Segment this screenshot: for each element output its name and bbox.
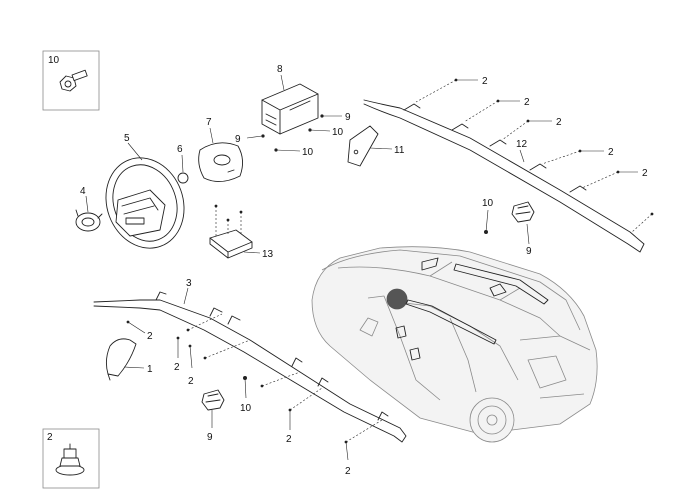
callout-2-r4: 2 [608,147,614,158]
curtain-airbag-left: 3 [93,278,407,443]
callout-2-l3: 2 [188,376,194,387]
airbag-control-unit: 13 [209,204,274,260]
side-airbag: 1 [105,338,153,381]
callout-2-r1: 2 [482,76,488,87]
callout-9-right: 9 [526,246,532,257]
callout-12: 12 [516,139,528,150]
callout-13: 13 [262,249,274,260]
callout-2-inset: 2 [47,432,53,443]
callout-4: 4 [80,186,86,197]
inset-clip-2: 2 [42,428,100,489]
callout-10-right: 10 [482,198,494,209]
clip-callouts-bottom: 2 2 [286,387,383,477]
side-sensor-left: 9 10 [201,371,301,443]
driver-airbag-module: 7 [198,117,243,182]
callout-1: 1 [147,364,153,375]
callout-10-bot: 10 [240,403,252,414]
callout-5: 5 [124,133,130,144]
callout-9-bot: 9 [207,432,213,443]
callout-6: 6 [177,144,183,155]
clip-2-icon [55,443,85,476]
side-sensor-right: 9 10 [482,198,535,257]
steering-wheel-airbag: 5 [105,133,185,249]
callout-2-b2: 2 [345,466,351,477]
callout-7: 7 [206,117,212,128]
callout-10-top: 10 [332,127,344,138]
clip-callouts-left: 2 2 2 [126,313,251,387]
inset-bolt-10: 10 [42,50,100,111]
callout-10-mid: 10 [302,147,314,158]
callout-8: 8 [277,64,283,75]
callout-2-l1: 2 [147,331,153,342]
curtain-airbag-right: 12 2 2 2 2 2 [363,76,654,253]
vehicle-silhouette [311,246,598,443]
callout-2-r5: 2 [642,168,648,179]
callout-11: 11 [394,145,405,156]
callout-9-top: 9 [345,112,351,123]
callout-2-l2: 2 [174,362,180,373]
callout-2-r2: 2 [524,97,530,108]
passenger-airbag-module: 8 9 10 9 10 [235,64,351,158]
callout-10-inset: 10 [48,55,60,66]
connector-6: 6 [177,144,189,184]
bolt-10-icon [59,69,88,92]
callout-9-left: 9 [235,134,241,145]
knee-airbag: 11 [347,125,405,167]
callout-2-r3: 2 [556,117,562,128]
callout-2-b1: 2 [286,434,292,445]
clock-spring: 4 [75,186,103,232]
clip-callouts-right: 2 2 2 2 2 [415,76,654,233]
callout-3: 3 [186,278,192,289]
